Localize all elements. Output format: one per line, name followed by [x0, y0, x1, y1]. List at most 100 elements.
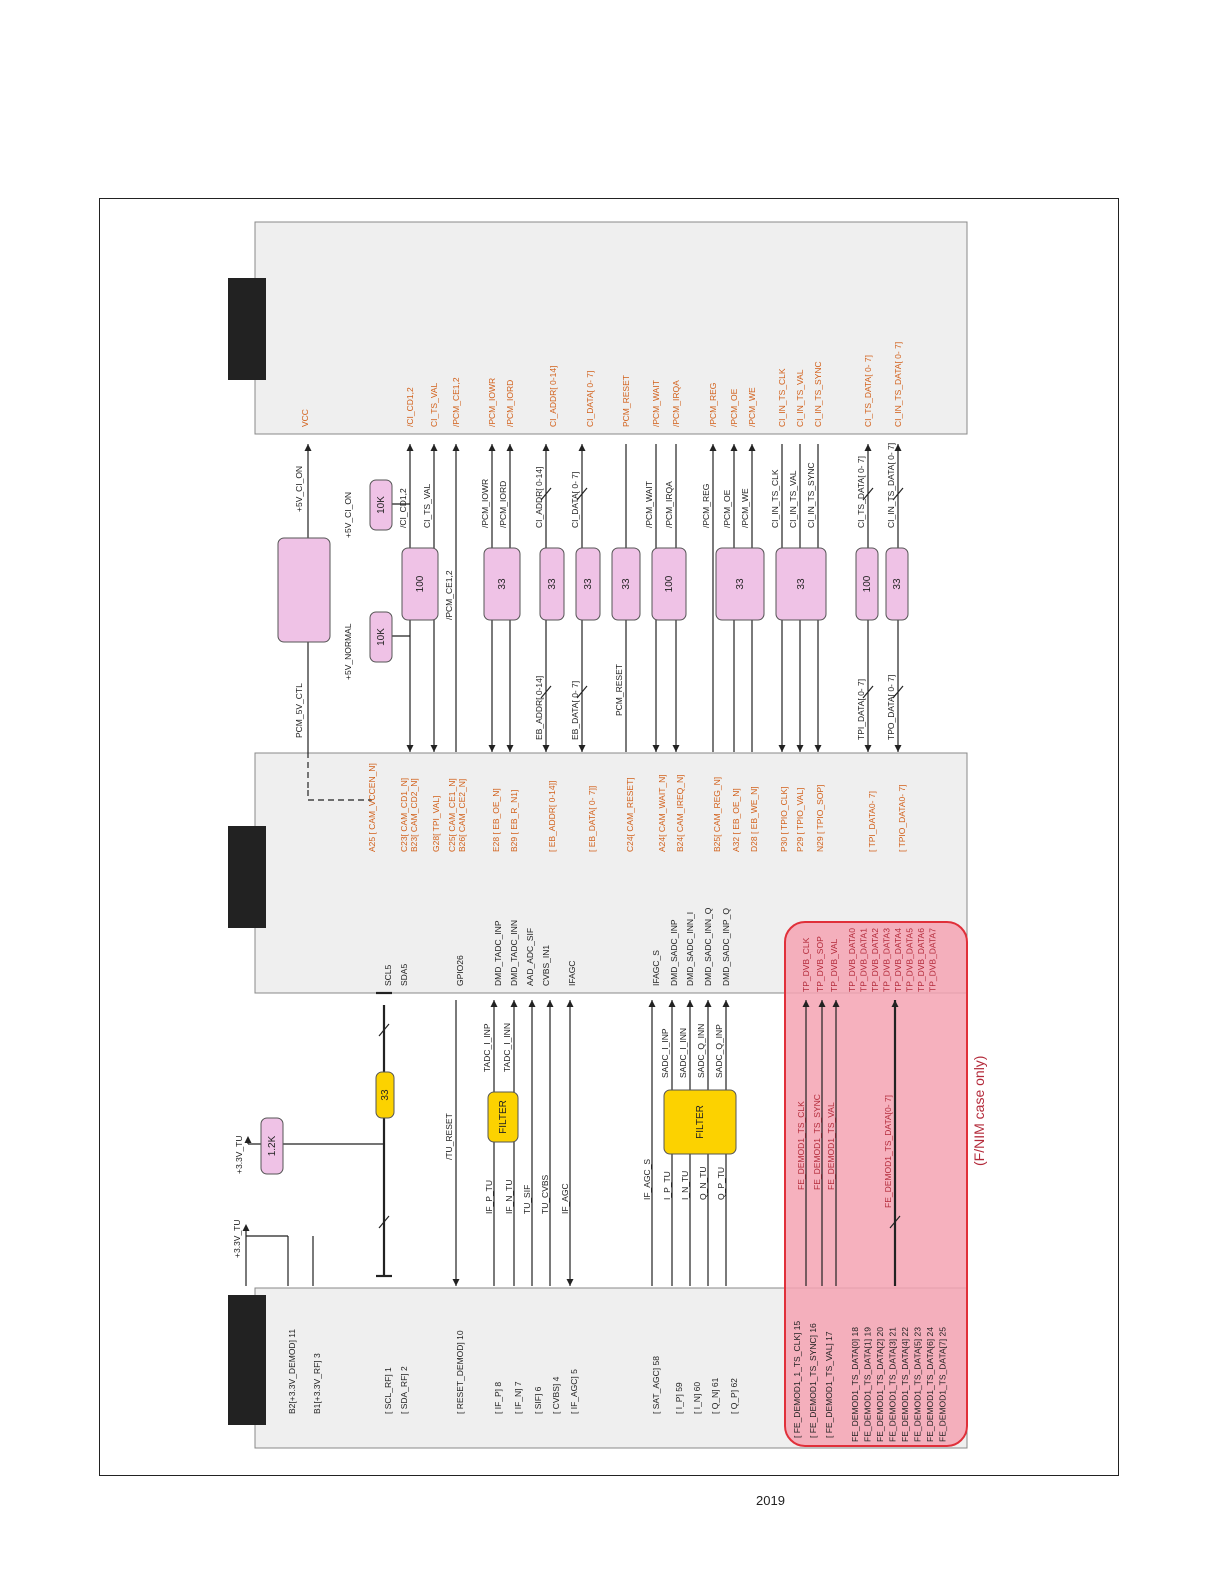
- tuner-pin-label: [ IF_N] 7: [513, 1381, 523, 1414]
- soc-tp-pin: TP_DVB_DATA7: [928, 928, 938, 992]
- tuner-pin-label: [ SCL_RF] 1: [383, 1367, 393, 1414]
- soc-ci-pin: [ TPIO_DATA0- 7]: [897, 784, 907, 852]
- resistor-33-i2c-label: 33: [380, 1089, 391, 1101]
- resistor-33-e: 33: [715, 547, 765, 621]
- ci-slot-pin: /PCM_REG: [708, 383, 718, 427]
- soc-ci-pin: G28[ TPI_VAL]: [431, 796, 441, 852]
- arrow-head: [730, 444, 738, 451]
- resistor-33-d-body: [611, 547, 641, 621]
- arrow-head: [778, 745, 786, 752]
- soc-tp-pin: TP_DVB_SOP: [815, 936, 825, 992]
- bus-slash: [889, 1215, 901, 1229]
- arrow-head: [542, 444, 550, 451]
- soc-ci-pin: B29 [ EB_R_N1]: [509, 790, 519, 852]
- resistor-10k-a-label: 10K: [376, 496, 387, 514]
- filter-net: TADC_I_INN: [502, 1023, 512, 1072]
- ci-net: /PCM_IOWR: [480, 479, 490, 528]
- resistor-100-a-body: [401, 547, 439, 621]
- page-number: 2019: [756, 1493, 785, 1508]
- power-net: +3.3V_TU: [232, 1219, 242, 1258]
- soc-ci-pin: C24[ CAM_RESET]: [625, 777, 635, 852]
- tuner-pin-label: [ SDA_RF] 2: [399, 1366, 409, 1414]
- soc-ci-pin: N29 [ TPIO_SOP]: [815, 785, 825, 852]
- soc-tp-pin: TP_DVB_DATA4: [893, 928, 903, 992]
- arrow-head: [864, 444, 872, 451]
- arrow-head: [304, 444, 312, 451]
- arrow-head: [652, 745, 660, 752]
- fe-pin-label: [ FE_DEMOD1_1_TS_CLK] 15: [792, 1321, 802, 1438]
- arrow-head: [430, 444, 438, 451]
- bus-slash: [378, 1023, 390, 1037]
- resistor-1-2k-body: [260, 1117, 284, 1175]
- bus-slash: [576, 685, 588, 699]
- tuner-net: Q_N_TU: [698, 1166, 708, 1200]
- ci-net: CI_TS_DATA[ 0- 7]: [856, 456, 866, 528]
- ci-net: /PCM_OE: [722, 489, 732, 528]
- soc-ci-pin: P29 [ TPIO_VAL]: [795, 788, 805, 852]
- resistor-100-a-label: 100: [415, 575, 426, 592]
- tuner-net: TU_CVBS: [540, 1174, 550, 1214]
- soc-tp-pin: TP_DVB_DATA3: [882, 928, 892, 992]
- resistor-33-d-label: 33: [621, 578, 632, 590]
- tuner-pin-label: [ SAT_AGC] 58: [651, 1356, 661, 1414]
- soc-tuner-pin: SDA5: [399, 964, 409, 986]
- resistor-33-b: 33: [539, 547, 565, 621]
- arrow-head: [406, 444, 414, 451]
- soc-tuner-pin: DMD_SADC_INN_Q: [703, 907, 713, 986]
- soc-tuner-pin: IFAGC_S: [651, 950, 661, 986]
- soc-tp-pin: TP_DVB_DATA5: [905, 928, 915, 992]
- resistor-10k-b: 10K: [369, 611, 393, 663]
- soc-ci-pin: C23[ CAM_CD1_N]: [399, 778, 409, 852]
- ci-slot-pin: /PCM_OE: [729, 388, 739, 427]
- resistor-33-f-label: 33: [796, 578, 807, 590]
- resistor-33-g: 33: [885, 547, 909, 621]
- tuner-pin-label: [ Q_P] 62: [729, 1378, 739, 1414]
- arrow-head: [578, 444, 586, 451]
- resistor-10k-b-label: 10K: [376, 628, 387, 646]
- resistor-33-a: 33: [483, 547, 521, 621]
- arrow-head: [528, 1000, 536, 1007]
- bus-slash: [378, 1215, 390, 1229]
- fe-net: FE_DEMOD1_TS_VAL: [826, 1102, 836, 1190]
- arrow-head: [668, 1000, 676, 1007]
- arrow-head: [704, 1000, 712, 1007]
- fe-data-pin-label: FE_DEMOD1_TS_DATA[1] 19: [863, 1327, 873, 1442]
- soc-ci-pin: A24[ CAM_WAIT_N]: [657, 774, 667, 852]
- filter-a: FILTER: [487, 1091, 519, 1143]
- ci-slot-pin: CI_IN_TS_SYNC: [813, 361, 823, 427]
- fe-data-pin-label: FE_DEMOD1_TS_DATA[4] 22: [900, 1327, 910, 1442]
- tuner-pin-label: [ I_P] 59: [674, 1382, 684, 1414]
- resistor-10k-b-body: [369, 611, 393, 663]
- arrow-head: [818, 1000, 826, 1007]
- arrow-head: [672, 745, 680, 752]
- ci-net: /PCM_WAIT: [644, 481, 654, 528]
- tuner-net: TU_SIF: [522, 1185, 532, 1214]
- soc-tuner-pin: DMD_SADC_INP: [669, 919, 679, 986]
- soc-ci-pin: B23[ CAM_CD2_N]: [409, 778, 419, 852]
- ci-slot-pin: CI_IN_TS_VAL: [795, 369, 805, 427]
- resistor-33-b-body: [539, 547, 565, 621]
- ci-slot-pin: CI_TS_VAL: [429, 382, 439, 427]
- tuner-net: /TU_RESET: [444, 1113, 454, 1160]
- resistor-100-a: 100: [401, 547, 439, 621]
- arrow-head: [242, 1224, 250, 1231]
- arrow-head: [578, 745, 586, 752]
- soc-tp-pin: TP_DVB_VAL: [829, 938, 839, 992]
- ci-slot-pin: /PCM_WE: [747, 387, 757, 427]
- ci-slot-block: [254, 221, 968, 435]
- filter-net: SADC_Q_INN: [696, 1024, 706, 1078]
- ci-net: TPO_DATA[ 0- 7]: [886, 675, 896, 740]
- filter-net: SADC_I_INP: [660, 1028, 670, 1078]
- arrow-head: [566, 1279, 574, 1286]
- resistor-100-c-label: 100: [862, 575, 873, 592]
- tuner-net: Q_P_TU: [716, 1167, 726, 1200]
- ci-net: /PCM_CE1,2: [444, 570, 454, 620]
- ci-slot-pin: /CI_CD1,2: [405, 387, 415, 427]
- tuner-pin-label: B2[+3.3V_DEMOD] 11: [287, 1329, 297, 1414]
- resistor-33-c-label: 33: [583, 578, 594, 590]
- arrow-head: [864, 745, 872, 752]
- tuner-pin-label: [ Q_N] 61: [710, 1377, 720, 1414]
- soc-ci-pin: [ EB_DATA[ 0- 7]]: [587, 786, 597, 852]
- arrow-head: [648, 1000, 656, 1007]
